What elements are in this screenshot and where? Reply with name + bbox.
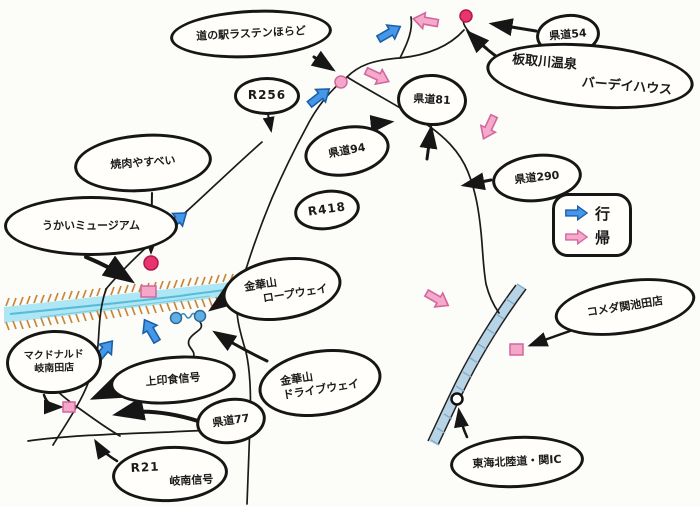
bubble-ukai: うかいミュージアム — [4, 196, 178, 256]
arrow-driveway — [212, 330, 269, 363]
arrow-sekiic — [454, 407, 469, 439]
arrow-kendo81 — [419, 124, 438, 161]
arrow-komeda — [527, 329, 572, 347]
arrow-kendo290 — [460, 172, 493, 191]
bubble-r418-label: R418 — [306, 199, 347, 219]
arrow-onsen — [465, 29, 499, 59]
arrow-michinoeki — [310, 50, 336, 72]
ukai-museum-marker — [140, 285, 157, 298]
road-top-spur — [399, 16, 413, 59]
legend-go-label: 行 — [595, 204, 611, 223]
return-arrow-icon — [565, 229, 588, 245]
return-arrow-icon — [475, 111, 503, 143]
bubble-komeda-label: コメダ関池田店 — [585, 293, 664, 319]
arrow-kendo54 — [488, 18, 538, 37]
road-r256-main — [235, 29, 465, 505]
direction-legend: 行 帰 — [552, 193, 632, 257]
bubble-onsen-line2: バーデイハウス — [580, 75, 673, 99]
bubble-mcdonalds-line1: マクドナルド — [23, 348, 84, 363]
bubble-onsen-line1: 板取川温泉 — [511, 52, 578, 73]
arrow-r21 — [94, 438, 119, 463]
yakiniku-marker — [143, 255, 159, 271]
arrow-r256 — [262, 113, 275, 133]
bubble-kendo290-label: 県道290 — [513, 168, 560, 187]
return-arrow-icon — [361, 62, 393, 90]
bubble-yakiniku-label: 焼肉やすべい — [109, 153, 176, 172]
onsen-marker — [459, 9, 473, 23]
bubble-mcdonalds-line2: 岐南田店 — [34, 362, 75, 375]
ropeway-gondola-icon — [169, 311, 183, 325]
arrow-ukai — [84, 255, 135, 284]
bubble-r256: R256 — [234, 77, 300, 115]
mcdonalds-marker — [62, 401, 76, 413]
expressway — [427, 283, 527, 446]
bubble-r21-line2: 岐南信号 — [169, 472, 214, 488]
return-arrow-icon — [411, 10, 441, 32]
go-arrow-icon — [565, 205, 588, 221]
bubble-r256-label: R256 — [247, 88, 287, 103]
bubble-ukai-label: うかいミュージアム — [41, 218, 140, 232]
legend-go-row: 行 — [563, 203, 621, 224]
legend-return-label: 帰 — [595, 228, 611, 247]
bubble-kendo54-label: 県道54 — [548, 26, 588, 43]
junction-marker — [334, 75, 348, 89]
go-arrow-icon — [136, 314, 165, 347]
arrow-mcdonalds — [42, 393, 64, 415]
seki-ic-marker — [450, 392, 464, 406]
legend-return-row: 帰 — [563, 227, 621, 248]
bubble-kendo94-label: 県道94 — [327, 140, 367, 160]
markers — [62, 9, 524, 413]
ropeway-gondola-icon — [193, 309, 207, 323]
bubble-kamiinjiki-label: 上印食信号 — [144, 370, 201, 389]
bubble-kendo77-label: 県道77 — [211, 411, 251, 430]
return-arrow-icon — [421, 285, 454, 314]
bubble-sekiic-label: 東海北陸道・関IC — [472, 452, 562, 471]
arrow-kendo77 — [112, 397, 200, 423]
bubble-michinoeki-label: 道の駅ラステンほらど — [195, 23, 307, 43]
komeda-marker — [509, 343, 524, 356]
bubble-r21-line1: R21 — [130, 459, 160, 476]
bubble-kendo81-label: 県道81 — [413, 91, 452, 107]
pointer-arrows — [42, 18, 572, 463]
go-arrow-icon — [373, 18, 406, 47]
